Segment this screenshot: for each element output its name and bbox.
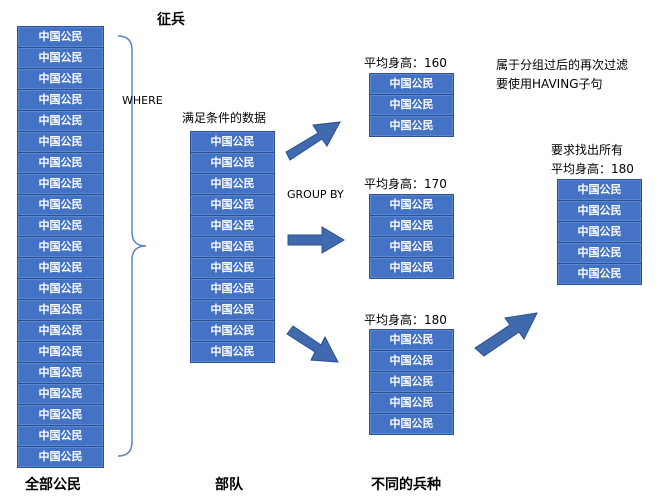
citizen-cell: 中国公民 bbox=[17, 89, 104, 111]
all-citizens-column: 中国公民中国公民中国公民中国公民中国公民中国公民中国公民中国公民中国公民中国公民… bbox=[17, 26, 104, 468]
citizen-cell: 中国公民 bbox=[17, 131, 104, 153]
citizen-cell: 中国公民 bbox=[17, 110, 104, 132]
citizen-cell: 中国公民 bbox=[369, 350, 454, 372]
group-170-column: 中国公民中国公民中国公民中国公民 bbox=[369, 194, 454, 279]
citizen-cell: 中国公民 bbox=[369, 413, 454, 435]
citizen-cell: 中国公民 bbox=[17, 257, 104, 279]
result-label-line-2: 平均身高：180 bbox=[551, 162, 634, 176]
arrow-to-group-2 bbox=[287, 226, 345, 254]
result-column: 中国公民中国公民中国公民中国公民中国公民 bbox=[557, 179, 642, 285]
all-citizens-label: 全部公民 bbox=[25, 477, 81, 493]
citizen-cell: 中国公民 bbox=[17, 404, 104, 426]
citizen-cell: 中国公民 bbox=[17, 362, 104, 384]
result-label-line-1: 要求找出所有 bbox=[551, 143, 624, 157]
citizen-cell: 中国公民 bbox=[190, 131, 275, 153]
citizen-cell: 中国公民 bbox=[17, 383, 104, 405]
citizen-cell: 中国公民 bbox=[190, 257, 275, 279]
troops-label: 部队 bbox=[215, 477, 243, 493]
group-180-label: 平均身高：180 bbox=[364, 313, 447, 327]
arrow-to-group-1 bbox=[285, 121, 341, 161]
citizen-cell: 中国公民 bbox=[17, 278, 104, 300]
group-160-column: 中国公民中国公民中国公民 bbox=[369, 73, 454, 137]
citizen-cell: 中国公民 bbox=[557, 179, 642, 201]
citizen-cell: 中国公民 bbox=[17, 215, 104, 237]
citizen-cell: 中国公民 bbox=[369, 257, 454, 279]
citizen-cell: 中国公民 bbox=[190, 299, 275, 321]
citizen-cell: 中国公民 bbox=[369, 371, 454, 393]
citizen-cell: 中国公民 bbox=[17, 194, 104, 216]
citizen-cell: 中国公民 bbox=[17, 68, 104, 90]
citizen-cell: 中国公民 bbox=[17, 26, 104, 48]
having-note-line-2: 要使用HAVING子句 bbox=[496, 77, 603, 91]
citizen-cell: 中国公民 bbox=[369, 329, 454, 351]
where-brace bbox=[117, 35, 147, 457]
group-160-label: 平均身高：160 bbox=[364, 56, 447, 70]
citizen-cell: 中国公民 bbox=[369, 392, 454, 414]
citizen-cell: 中国公民 bbox=[17, 446, 104, 468]
citizen-cell: 中国公民 bbox=[557, 263, 642, 285]
citizen-cell: 中国公民 bbox=[17, 425, 104, 447]
citizen-cell: 中国公民 bbox=[17, 47, 104, 69]
citizen-cell: 中国公民 bbox=[369, 215, 454, 237]
citizen-cell: 中国公民 bbox=[190, 152, 275, 174]
having-note-line-1: 属于分组过后的再次过滤 bbox=[496, 58, 629, 72]
citizen-cell: 中国公民 bbox=[557, 242, 642, 264]
citizen-cell: 中国公民 bbox=[17, 173, 104, 195]
troops-column: 中国公民中国公民中国公民中国公民中国公民中国公民中国公民中国公民中国公民中国公民… bbox=[190, 131, 275, 363]
groupby-label: GROUP BY bbox=[287, 188, 344, 201]
citizen-cell: 中国公民 bbox=[190, 215, 275, 237]
where-label: WHERE bbox=[122, 94, 163, 107]
citizen-cell: 中国公民 bbox=[557, 221, 642, 243]
citizen-cell: 中国公民 bbox=[369, 115, 454, 137]
group-180-column: 中国公民中国公民中国公民中国公民中国公民 bbox=[369, 329, 454, 435]
citizen-cell: 中国公民 bbox=[369, 94, 454, 116]
citizen-cell: 中国公民 bbox=[369, 194, 454, 216]
citizen-cell: 中国公民 bbox=[17, 299, 104, 321]
citizen-cell: 中国公民 bbox=[190, 341, 275, 363]
filtered-data-label: 满足条件的数据 bbox=[182, 111, 267, 125]
citizen-cell: 中国公民 bbox=[190, 173, 275, 195]
citizen-cell: 中国公民 bbox=[557, 200, 642, 222]
citizen-cell: 中国公民 bbox=[190, 194, 275, 216]
citizen-cell: 中国公民 bbox=[17, 152, 104, 174]
citizen-cell: 中国公民 bbox=[190, 236, 275, 258]
citizen-cell: 中国公民 bbox=[17, 341, 104, 363]
citizen-cell: 中国公民 bbox=[190, 320, 275, 342]
citizen-cell: 中国公民 bbox=[369, 73, 454, 95]
citizen-cell: 中国公民 bbox=[369, 236, 454, 258]
arrow-to-group-3 bbox=[286, 325, 339, 363]
branches-label: 不同的兵种 bbox=[371, 477, 441, 493]
title: 征兵 bbox=[157, 12, 185, 28]
citizen-cell: 中国公民 bbox=[17, 236, 104, 258]
group-170-label: 平均身高：170 bbox=[364, 177, 447, 191]
citizen-cell: 中国公民 bbox=[190, 278, 275, 300]
citizen-cell: 中国公民 bbox=[17, 320, 104, 342]
arrow-to-result bbox=[474, 312, 538, 357]
